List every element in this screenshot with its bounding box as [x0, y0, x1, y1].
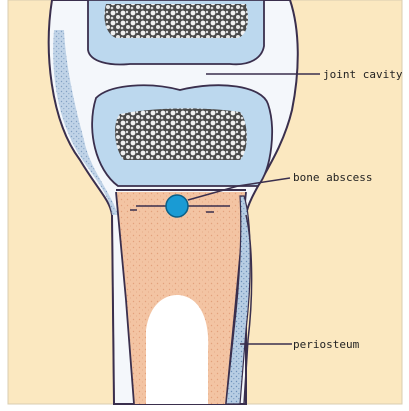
medullary-cavity	[146, 295, 208, 404]
upper-spongy-bone	[104, 4, 247, 38]
bone-abscess	[166, 195, 188, 217]
bone-abscess-label: bone abscess	[293, 171, 372, 184]
periosteum-label: periosteum	[293, 338, 360, 351]
lower-spongy-bone	[115, 108, 247, 160]
joint-cavity-label: joint cavity	[323, 68, 403, 81]
